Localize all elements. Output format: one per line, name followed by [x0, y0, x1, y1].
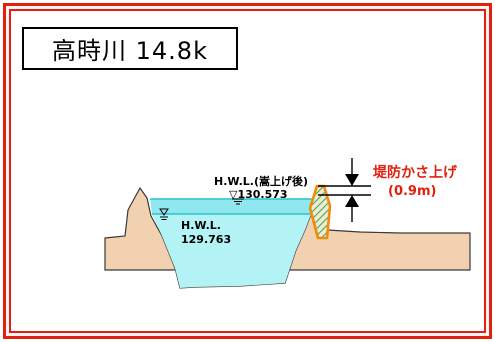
water-level-marker-hwl: [159, 208, 169, 220]
levee-raise-label: 堤防かさ上げ: [373, 165, 457, 181]
title-label: 高時川 14.8k: [52, 37, 208, 65]
hwl-value: 129.763: [181, 233, 232, 246]
hwl-label: H.W.L.: [181, 219, 221, 232]
water-raised: [150, 199, 318, 214]
water-level-marker-raised: [232, 198, 244, 205]
hwl-raised-label: H.W.L.(嵩上げ後): [214, 175, 309, 188]
water-body: [152, 214, 311, 288]
levee-raise-arrows: [318, 158, 371, 222]
levee-raise-amount: (0.9m): [388, 184, 437, 199]
levee-raise-block: [308, 184, 332, 240]
title-box: 高時川 14.8k: [22, 27, 238, 70]
hwl-raised-value: ▽130.573: [229, 188, 288, 201]
